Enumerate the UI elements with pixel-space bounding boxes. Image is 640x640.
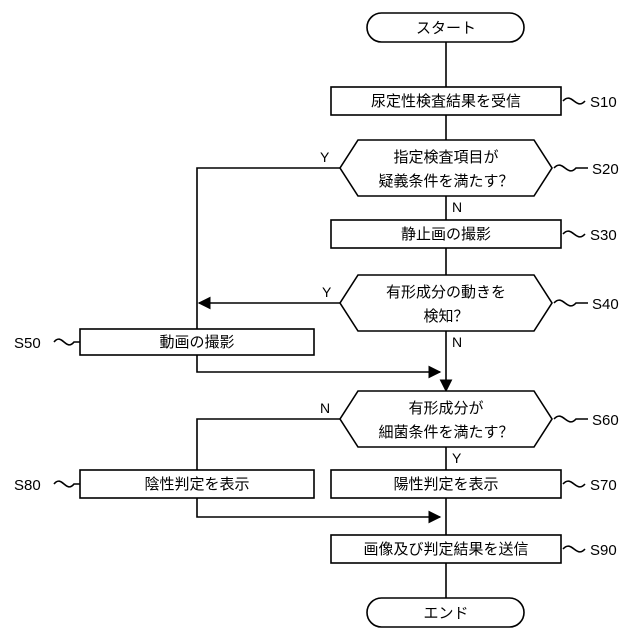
s20-yes: Y — [320, 149, 330, 165]
s60-line2: 細菌条件を満たす？ — [378, 423, 513, 441]
step-s70: 陽性判定を表示 S70 — [331, 470, 617, 498]
start-terminal: スタート — [367, 13, 524, 42]
s90-label: S90 — [590, 542, 617, 559]
s70-label: S70 — [590, 477, 617, 494]
s70-text: 陽性判定を表示 — [393, 475, 498, 493]
decision-s20: 指定検査項目が 疑義条件を満たす？ S20 Y N — [320, 140, 619, 215]
s50-text: 動画の撮影 — [159, 333, 234, 351]
s20-no: N — [452, 199, 462, 215]
step-s50: 動画の撮影 S50 — [14, 329, 314, 355]
s50-label: S50 — [14, 335, 41, 352]
s50-return-arrow — [197, 355, 440, 372]
s10-text: 尿定性検査結果を受信 — [371, 92, 521, 110]
s40-line2: 検知？ — [423, 307, 468, 325]
decision-s40: 有形成分の動きを 検知？ S40 Y N — [322, 275, 619, 350]
step-s80: 陰性判定を表示 S80 — [14, 470, 314, 498]
s20-line2: 疑義条件を満たす？ — [378, 172, 513, 190]
s10-label: S10 — [590, 94, 617, 111]
s80-return-arrow — [197, 498, 440, 517]
end-terminal: エンド — [367, 598, 524, 627]
s60-no-branch — [197, 419, 340, 470]
s90-text: 画像及び判定結果を送信 — [363, 540, 528, 558]
end-text: エンド — [423, 604, 468, 622]
s60-label: S60 — [592, 412, 619, 429]
s20-line1: 指定検査項目が — [393, 148, 498, 166]
s30-label: S30 — [590, 227, 617, 244]
step-s90: 画像及び判定結果を送信 S90 — [331, 535, 617, 563]
s60-line1: 有形成分が — [408, 399, 483, 417]
s40-label: S40 — [592, 296, 619, 313]
s40-line1: 有形成分の動きを — [386, 283, 506, 301]
step-s30: 静止画の撮影 S30 — [331, 220, 617, 248]
s80-text: 陰性判定を表示 — [144, 475, 249, 493]
s60-yes: Y — [452, 450, 462, 466]
s80-label: S80 — [14, 477, 41, 494]
start-text: スタート — [416, 19, 476, 37]
s40-no: N — [452, 334, 462, 350]
s40-yes: Y — [322, 284, 332, 300]
s60-no: N — [320, 400, 330, 416]
s20-label: S20 — [592, 161, 619, 178]
s20-yes-branch — [197, 168, 340, 329]
decision-s60: 有形成分が 細菌条件を満たす？ S60 N Y — [320, 391, 619, 466]
step-s10: 尿定性検査結果を受信 S10 — [331, 87, 617, 115]
s30-text: 静止画の撮影 — [401, 225, 491, 243]
